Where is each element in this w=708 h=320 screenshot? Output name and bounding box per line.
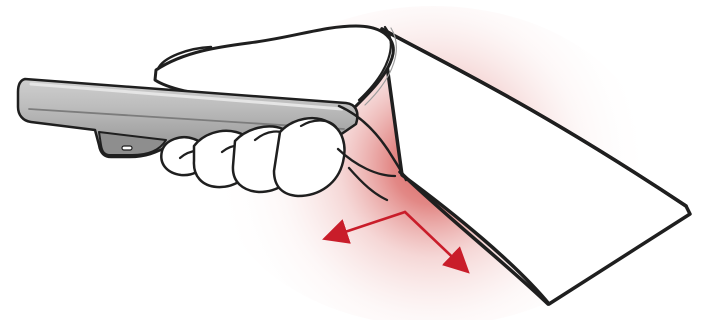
device-indicator-icon <box>122 146 132 150</box>
